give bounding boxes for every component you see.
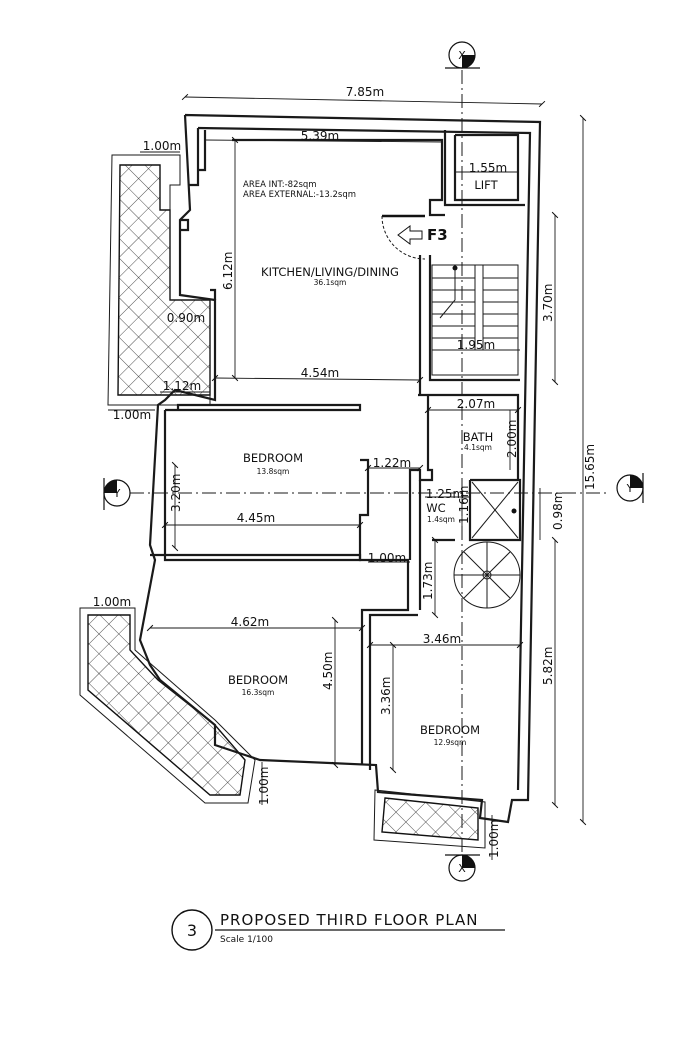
- bedroom1-name: BEDROOM: [243, 451, 303, 465]
- dim-kitchen-lower-width: 4.54m: [301, 366, 339, 380]
- outer-walls: [138, 113, 542, 824]
- staircase: [431, 264, 519, 376]
- dim-overall-width: 7.85m: [346, 85, 384, 99]
- dim-balcony-top-inner: 1.12m: [163, 379, 201, 393]
- dim-bed1-offset: 1.22m: [373, 456, 411, 470]
- bath-area: 4.1sqm: [464, 443, 492, 452]
- dim-bed1-height: 3.20m: [169, 474, 183, 512]
- kitchen-area: 36.1sqm: [314, 278, 347, 287]
- bedroom2-name: BEDROOM: [228, 673, 288, 687]
- dim-stair-height: 3.70m: [541, 284, 555, 322]
- section-marker-y-right: [616, 473, 644, 503]
- dimension-labels: 7.85m 5.39m 6.12m 4.54m 1.55m 3.70m 1.95…: [93, 85, 597, 858]
- kitchen-name: KITCHEN/LIVING/DINING: [261, 265, 399, 279]
- section-marker-letters: X X Y Y: [113, 49, 634, 875]
- marker-y-right-label: Y: [626, 482, 634, 495]
- marker-x-top-label: X: [458, 49, 466, 62]
- dim-lift-width: 1.55m: [469, 161, 507, 175]
- wc-name: WC: [426, 501, 445, 515]
- bedroom2-area: 16.3sqm: [242, 688, 275, 697]
- dim-bath-height: 2.00m: [505, 420, 519, 458]
- spiral-staircase: [453, 541, 521, 609]
- section-marker-x-top: [445, 41, 480, 69]
- dim-bed3-width: 3.46m: [423, 632, 461, 646]
- wc-area: 1.4sqm: [427, 515, 455, 524]
- dim-bed2-height: 4.50m: [321, 652, 335, 690]
- dim-bed3-height: 3.36m: [379, 677, 393, 715]
- balcony-bottom: [373, 789, 486, 849]
- dim-shaft: 0.98m: [551, 492, 565, 530]
- lift-name: LIFT: [474, 178, 498, 192]
- interior-walls: [150, 130, 525, 770]
- dim-kitchen-width: 5.39m: [301, 129, 339, 143]
- bath-name: BATH: [463, 430, 494, 444]
- balcony-left: [79, 607, 256, 804]
- dim-balcony-left-depth: 1.00m: [257, 767, 271, 805]
- balcony-top-left: [107, 154, 211, 406]
- dim-stair-width: 1.95m: [457, 338, 495, 352]
- section-marker-y-left: [103, 478, 131, 510]
- dim-bed3-right: 5.82m: [541, 647, 555, 685]
- drawing-scale: Scale 1/100: [220, 935, 273, 945]
- room-labels: AREA INT:-82sqm AREA EXTERNAL:-13.2sqm F…: [228, 178, 499, 747]
- title-block: 3 PROPOSED THIRD FLOOR PLAN Scale 1/100: [171, 909, 505, 951]
- dim-wc-height: 1.16m: [457, 486, 471, 524]
- dim-balcony-top-bottom: 1.00m: [113, 408, 151, 422]
- dim-balcony-bottom-depth: 1.00m: [487, 820, 501, 858]
- dimension-lines: [90, 93, 587, 860]
- drawing-title: PROPOSED THIRD FLOOR PLAN: [220, 911, 479, 929]
- dim-kitchen-height: 6.12m: [221, 252, 235, 290]
- dim-balcony-top-depth: 0.90m: [167, 311, 205, 325]
- dim-wc-width: 1.25m: [426, 487, 464, 501]
- bedroom3-area: 12.9sqm: [434, 738, 467, 747]
- dim-corridor-width: 1.00m: [368, 551, 406, 565]
- dim-overall-height: 15.65m: [583, 444, 597, 490]
- dim-corridor-height: 1.73m: [421, 562, 435, 600]
- entrance-door: [381, 214, 426, 260]
- shaft: [471, 481, 519, 539]
- dim-bed2-width: 4.62m: [231, 615, 269, 629]
- dim-balcony-top-width: 1.00m: [143, 139, 181, 153]
- bedroom1-area: 13.8sqm: [257, 467, 290, 476]
- dim-balcony-left-width: 1.00m: [93, 595, 131, 609]
- marker-y-left-label: Y: [113, 487, 121, 500]
- bedroom3-name: BEDROOM: [420, 723, 480, 737]
- marker-x-bottom-label: X: [458, 862, 466, 875]
- dim-bed1-width: 4.45m: [237, 511, 275, 525]
- dim-bath-width: 2.07m: [457, 397, 495, 411]
- area-internal: AREA INT:-82sqm: [243, 180, 317, 190]
- area-external: AREA EXTERNAL:-13.2sqm: [243, 190, 356, 200]
- section-marker-x-bottom: [445, 854, 480, 882]
- drawing-number: 3: [187, 921, 197, 940]
- entrance-tag: F3: [427, 226, 448, 244]
